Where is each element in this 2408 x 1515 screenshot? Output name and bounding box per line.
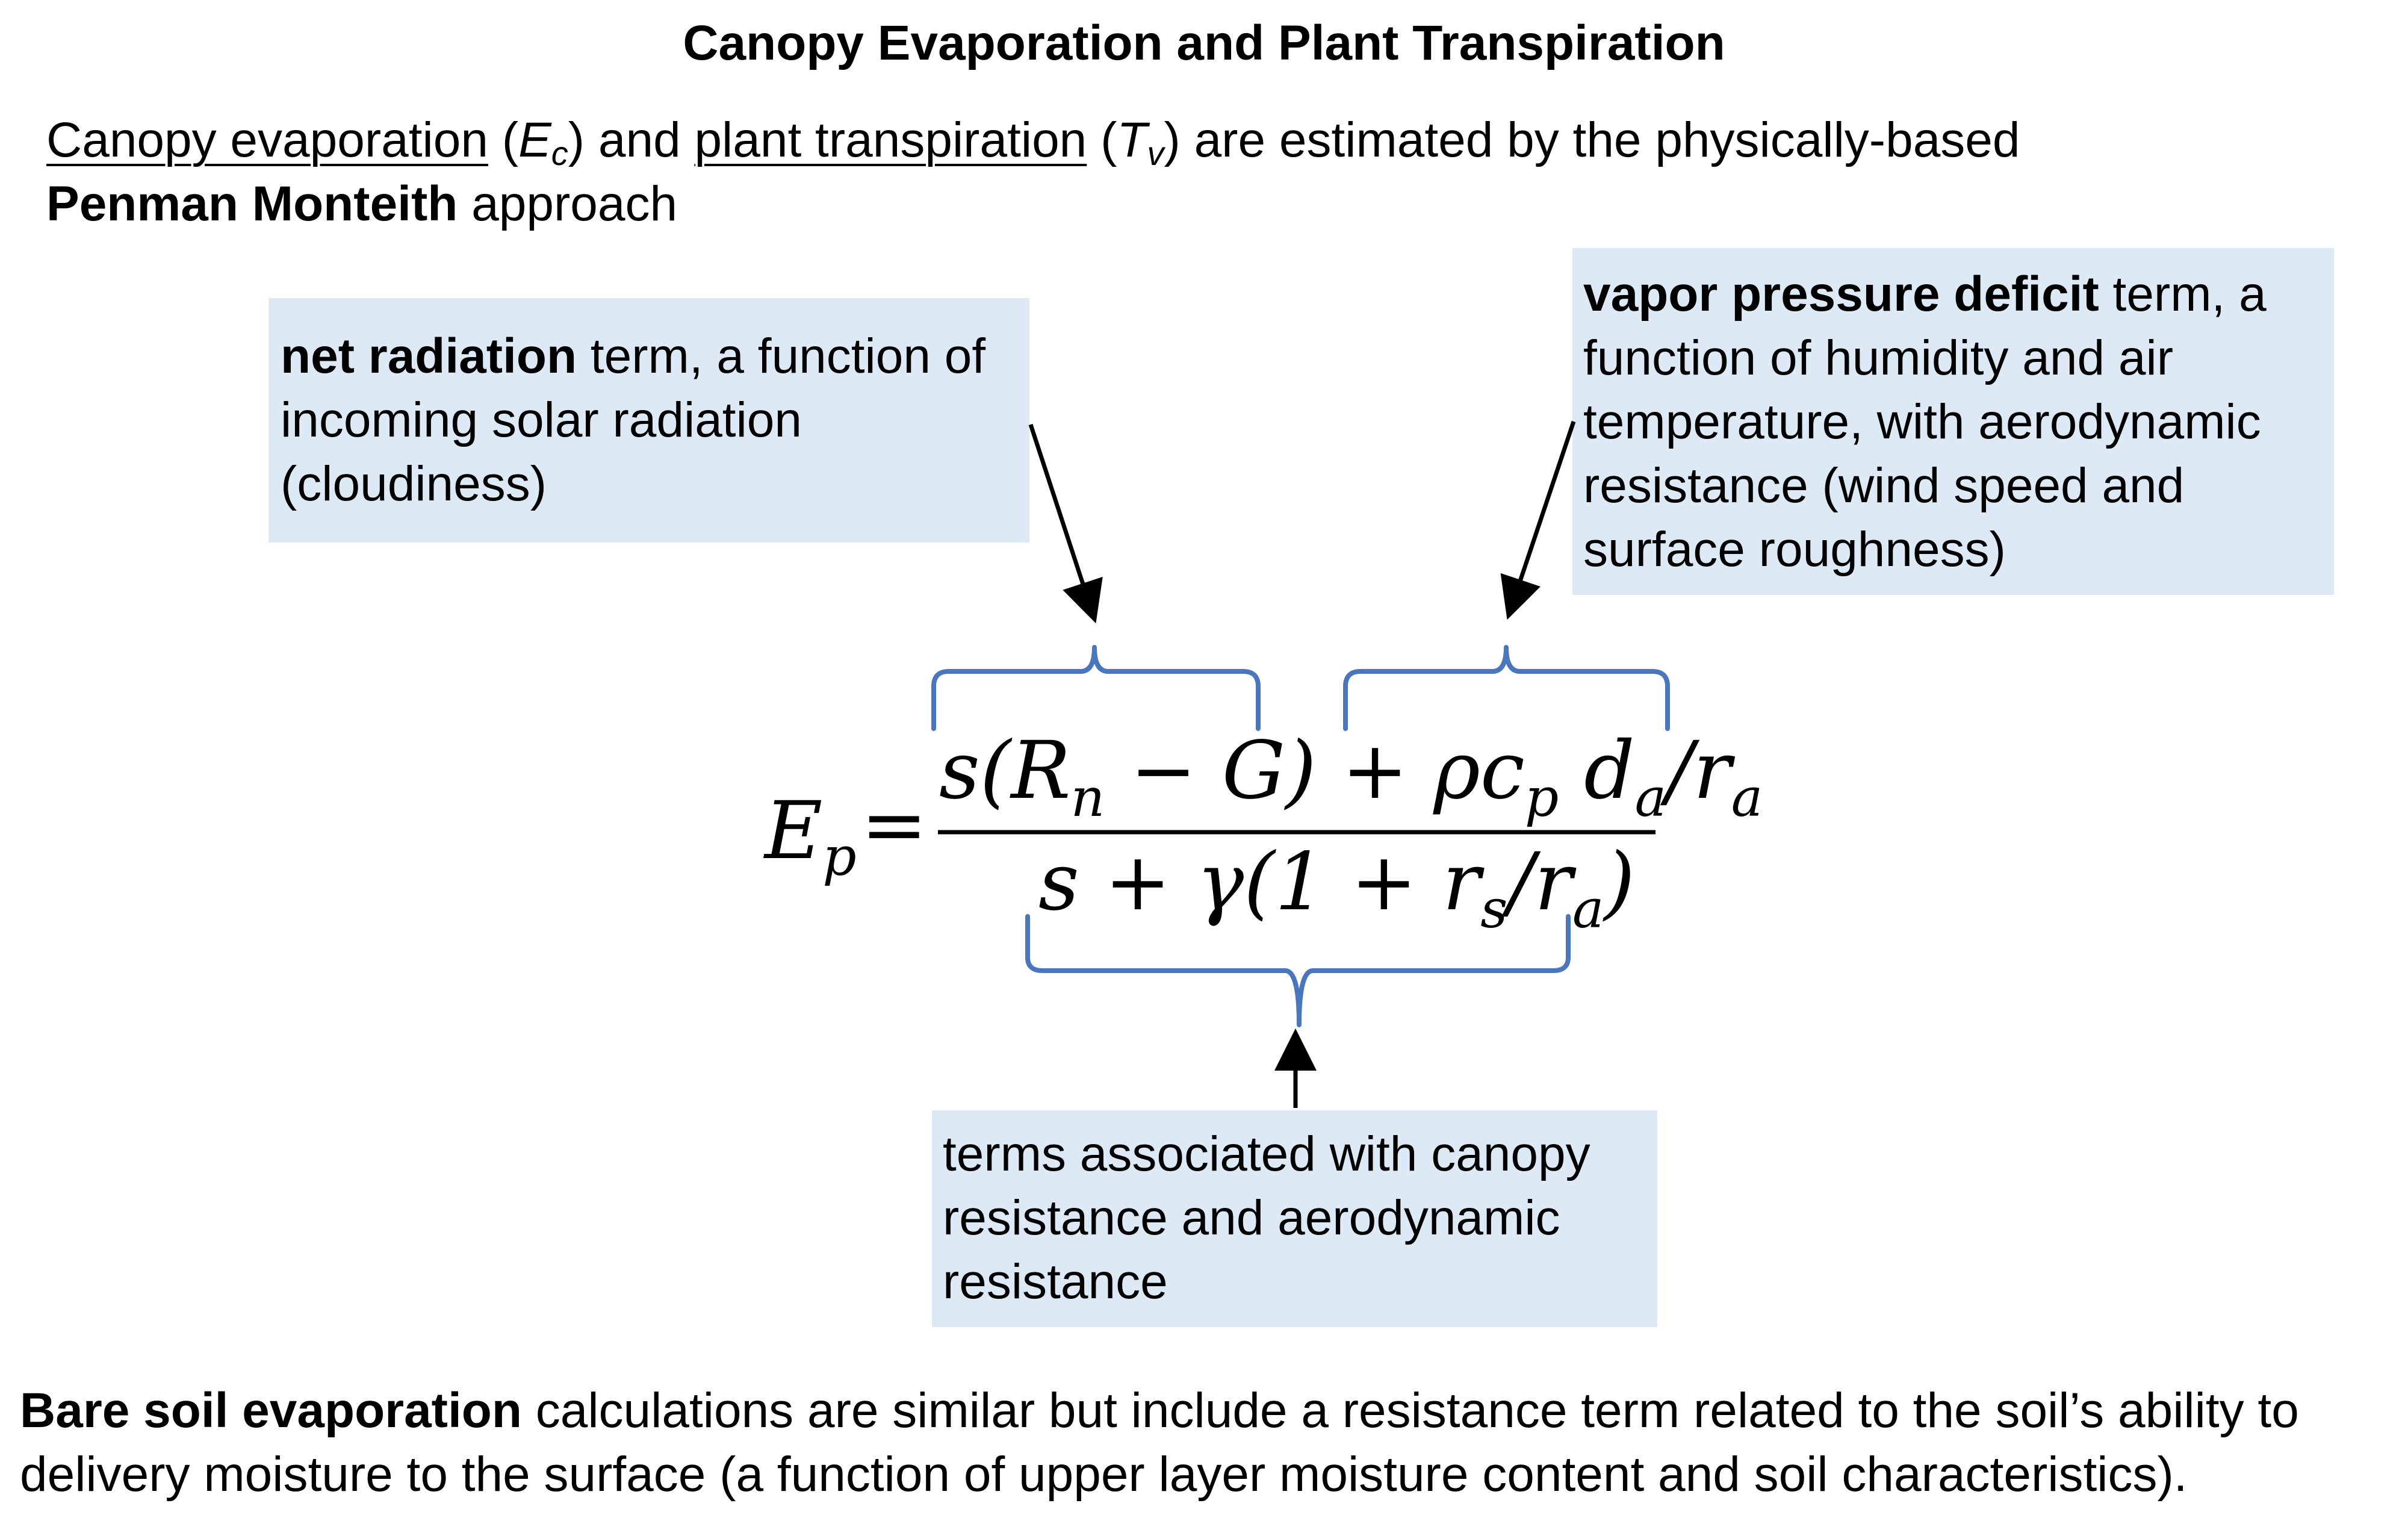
intro-text: Canopy evaporation (Ec) and plant transp… [46, 113, 2020, 231]
penman-monteith-equation: Ep = s(Rn − G) + ρcp da/ra s + γ(1 + rs/… [763, 724, 1763, 940]
vapor-pressure-deficit-callout: vapor pressure deficit term, a function … [1572, 248, 2334, 595]
resistance-callout: terms associated with canopy resistance … [932, 1110, 1657, 1327]
net-radiation-brace [931, 645, 1261, 731]
equation-equals: = [861, 779, 928, 871]
ec-symbol: Ec [518, 113, 568, 172]
equation-denominator: s + γ(1 + rs/ra) [1038, 836, 1635, 940]
canopy-evaporation-term: Canopy evaporation [46, 113, 488, 167]
plant-transpiration-term: plant transpiration [694, 113, 1087, 167]
bare-soil-paragraph: Bare soil evaporation calculations are s… [20, 1383, 2299, 1502]
net-radiation-callout: net radiation term, a function of incomi… [268, 298, 1029, 543]
net-radiation-arrow [1028, 423, 1103, 624]
tv-symbol: Tv [1117, 113, 1164, 172]
denominator-brace [1025, 914, 1571, 1027]
equation-numerator: s(Rn − G) + ρcp da/ra [939, 724, 1763, 829]
vapor-pressure-arrow [1500, 420, 1576, 620]
penman-monteith-term: Penman Monteith [46, 176, 458, 231]
slide-title: Canopy Evaporation and Plant Transpirati… [683, 16, 1725, 70]
vapor-pressure-brace [1343, 645, 1670, 731]
equation-lhs: Ep [763, 785, 857, 888]
